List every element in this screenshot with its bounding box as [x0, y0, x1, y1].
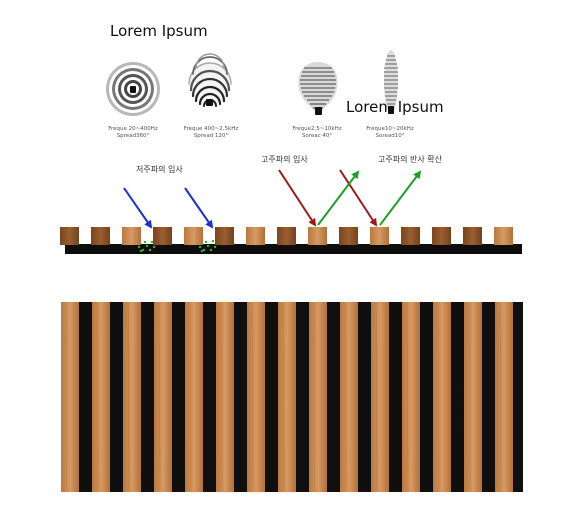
high-frequency-incident-arrows: [278, 169, 378, 227]
felt-backing-strip: [65, 244, 522, 254]
label-high-reflection: 고주파의 반사 확산: [378, 155, 442, 164]
panel-wood-grain: [65, 301, 502, 493]
speaker-spec-1: Freque 20~400Hz Spread360°: [93, 126, 173, 140]
incident-arrow-1: [278, 169, 317, 227]
narrow-ellipse-rings-icon: [384, 50, 398, 114]
low-arrow-1: [123, 187, 153, 229]
speaker-3-freq: Freque2,5~10kHz: [292, 126, 342, 132]
title-left: Lorem Ipsum: [110, 22, 208, 40]
speaker-spec-2: Freque 400~2,5kHz Spread 120°: [171, 126, 251, 140]
low-arrow-2: [184, 187, 214, 229]
speaker-2-freq: Freque 400~2,5kHz: [183, 126, 239, 132]
speaker-2-spread: Spread 120°: [193, 133, 229, 139]
speaker-4-freq: Freque10~20kHz: [366, 126, 414, 132]
label-low-incidence: 저주파의 입사: [136, 165, 183, 174]
speaker-4-spread: Soread10°: [375, 133, 405, 139]
speaker-1-spread: Spread360°: [116, 133, 150, 139]
semicircle-rings-icon: [188, 53, 232, 107]
reflect-arrow-1: [317, 170, 360, 226]
high-frequency-reflected-arrows: [317, 170, 422, 226]
absorption-scatter-dots: [137, 239, 217, 253]
concentric-rings-icon: [106, 62, 160, 116]
speaker-spec-4: Freque10~20kHz Soread10°: [350, 126, 430, 140]
wood-slat-cross-section: [60, 227, 513, 245]
speaker-3-spread: Soreac 40°: [301, 133, 333, 139]
incident-arrow-2: [339, 169, 378, 227]
speaker-spec-3: Freque2,5~10kHz Soreac 40°: [277, 126, 357, 140]
panel-wood-slats: [61, 302, 513, 492]
speaker-1-freq: Freque 20~400Hz: [108, 126, 158, 132]
teardrop-rings-icon: [298, 62, 338, 115]
label-high-incidence: 고주파의 입사: [261, 155, 308, 164]
reflect-arrow-2: [379, 170, 422, 226]
low-frequency-arrows: [123, 187, 214, 229]
